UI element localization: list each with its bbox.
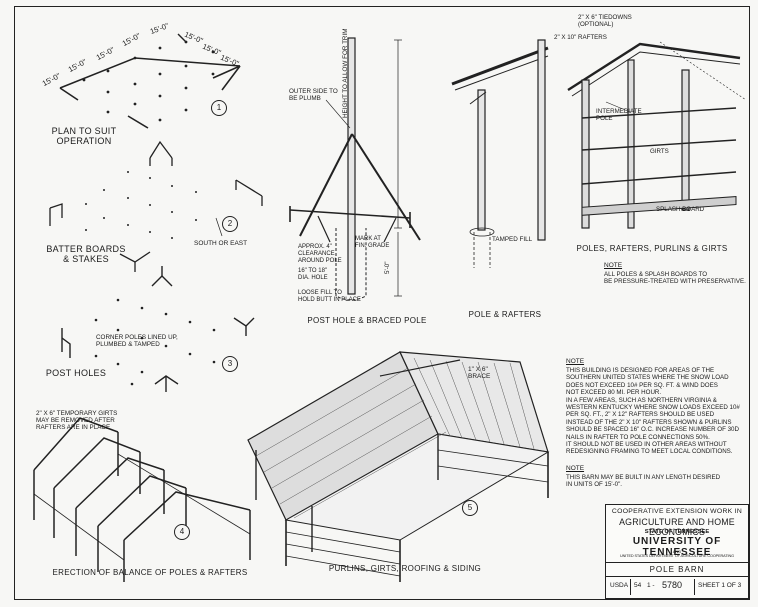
plan-number-a: 54 [634, 582, 642, 589]
fig5-barn [247, 351, 550, 582]
title-block-state: STATE OF TENNESSEE [644, 529, 710, 535]
pole-rafters-caption: POLE & RAFTERS [468, 310, 542, 319]
title-block: COOPERATIVE EXTENSION WORK IN AGRICULTUR… [605, 504, 749, 599]
fig3-post-holes [61, 266, 255, 392]
figure-1-number: 1 [211, 100, 227, 116]
title-block-numbers: USDA 54 1 - 5780 SHEET 1 OF 3 [606, 579, 748, 595]
rafters-label: 2" X 10" RAFTERS [554, 34, 607, 41]
note-3-text: THIS BARN MAY BE BUILT IN ANY LENGTH DES… [566, 474, 721, 489]
outer-side-label: OUTER SIDE TO BE PLUMB [289, 88, 338, 102]
figure-2-number: 2 [222, 216, 238, 232]
fig2-caption: BATTER BOARDS & STAKES [46, 244, 126, 264]
post-hole-detail [289, 37, 421, 301]
note-3-heading: NOTE [566, 465, 585, 472]
hole-diameter-label: 16" TO 18" DIA. HOLE [298, 268, 328, 281]
tiedowns-label: 2" X 6" TIEDOWNS (OPTIONAL) [578, 14, 632, 28]
corner-poles-label: CORNER POLES LINED UP, PLUMBED & TAMPED [96, 334, 178, 348]
pole-rafters-detail [451, 39, 549, 268]
figure-3-number: 3 [222, 356, 238, 372]
poles-rafters-purlins-detail [567, 41, 747, 229]
sheet-border [14, 6, 750, 600]
figure-4-number: 4 [174, 524, 190, 540]
note-2-text: THIS BUILDING IS DESIGNED FOR AREAS OF T… [566, 367, 740, 456]
poles-rafters-caption: POLES, RAFTERS, PURLINS & GIRTS [576, 244, 728, 253]
fig1-caption: PLAN TO SUIT OPERATION [51, 126, 117, 146]
clearance-label: APPROX. 4" CLEARANCE AROUND POLE [298, 244, 342, 264]
agency-label: USDA [610, 582, 629, 589]
fig2-batter-boards [49, 140, 263, 272]
fig1-plan-grid [59, 33, 241, 129]
post-hole-caption: POST HOLE & BRACED POLE [307, 316, 427, 325]
sheet-number: SHEET 1 OF 3 [698, 582, 742, 589]
fig4-frames [33, 417, 251, 582]
fig3-caption: POST HOLES [45, 368, 107, 378]
mark-grade-label: MARK AT FIN. GRADE [355, 236, 390, 249]
girts-label: GIRTS [650, 148, 669, 155]
intermediate-pole-label: INTERMEDIATE POLE [596, 108, 642, 122]
note-1-heading: NOTE [604, 262, 623, 269]
brace-label: 1" X 6" BRACE [468, 366, 491, 380]
note-2-heading: NOTE [566, 358, 585, 365]
temporary-girts-label: 2" X 6" TEMPORARY GIRTS MAY BE REMOVED A… [36, 410, 118, 431]
tamped-fill-label: TAMPED FILL [492, 236, 533, 243]
depth-label: 5'-0" [384, 261, 391, 274]
plan-number-b: 1 - [647, 582, 655, 589]
south-or-east-label: SOUTH OR EAST [194, 240, 248, 247]
figure-5-number: 5 [462, 500, 478, 516]
drawing-title: POLE BARN [606, 562, 748, 577]
loose-fill-label: LOOSE FILL TO HOLD BUTT IN PLACE [298, 290, 361, 303]
title-block-and: AND [672, 549, 682, 554]
title-block-usda-line: UNITED STATES DEPARTMENT OF AGRICULTURE … [619, 554, 735, 558]
height-label: HEIGHT TO ALLOW FOR TRIM [342, 28, 349, 118]
title-block-line2: AGRICULTURE AND HOME ECONOMICS [619, 517, 735, 537]
fig4-caption: ERECTION OF BALANCE OF POLES & RAFTERS [52, 568, 248, 577]
fig5-caption: PURLINS, GIRTS, ROOFING & SIDING [328, 564, 482, 573]
plan-number: 5780 [662, 580, 683, 590]
note-1-text: ALL POLES & SPLASH BOARDS TO BE PRESSURE… [604, 271, 746, 286]
title-block-university: UNIVERSITY OF TENNESSEE [632, 536, 722, 558]
splash-board-label: SPLASH BOARD [656, 206, 705, 213]
title-block-line1: COOPERATIVE EXTENSION WORK IN [611, 508, 743, 515]
